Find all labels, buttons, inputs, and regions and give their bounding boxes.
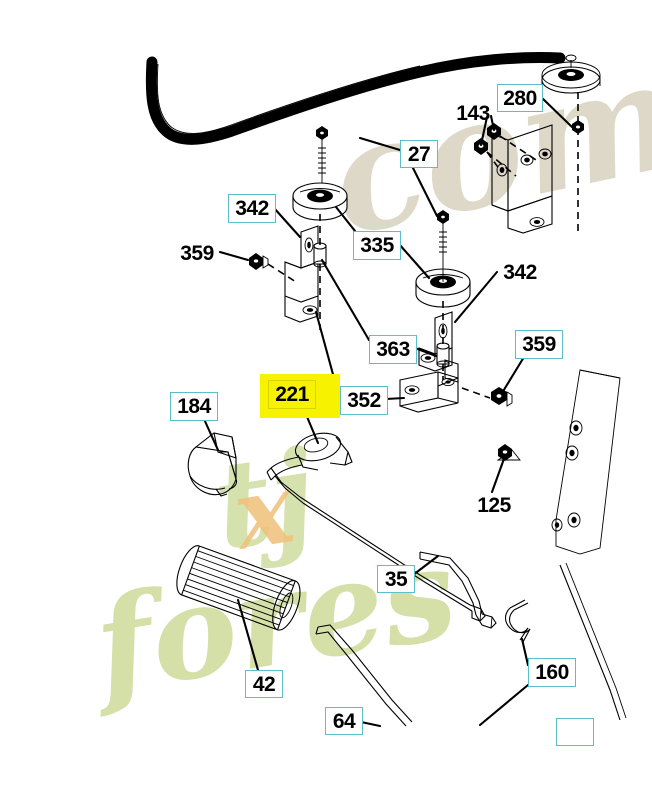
callout-184-label: 184: [177, 395, 211, 418]
callout-352[interactable]: 352: [340, 386, 388, 415]
callout-42-label: 42: [252, 672, 276, 696]
callout-125-label: 125: [477, 494, 511, 517]
callout-342-right[interactable]: 342: [497, 259, 543, 286]
callout-160[interactable]: 160: [528, 658, 576, 687]
callout-342-left-label: 342: [235, 197, 269, 220]
callout-cropped-fragment[interactable]: [556, 718, 594, 746]
callout-64-label: 64: [332, 709, 356, 733]
callout-27[interactable]: 27: [400, 140, 438, 168]
callout-359-left-label: 359: [180, 242, 214, 265]
callout-359-left[interactable]: 359: [174, 240, 220, 267]
callout-160-label: 160: [535, 661, 569, 684]
callout-221-highlighted[interactable]: 221: [268, 380, 316, 409]
callout-280-label: 280: [503, 86, 537, 110]
callout-64[interactable]: 64: [325, 707, 363, 735]
callout-363[interactable]: 363: [369, 335, 417, 364]
callout-352-label: 352: [347, 389, 381, 412]
callout-143-label: 143: [456, 101, 490, 125]
callout-335[interactable]: 335: [353, 231, 401, 260]
callout-143[interactable]: 143: [451, 100, 495, 126]
callout-342-right-label: 342: [503, 261, 537, 284]
callout-184[interactable]: 184: [170, 392, 218, 421]
highlight-patch-221: [260, 374, 340, 418]
callout-42[interactable]: 42: [245, 670, 283, 698]
callout-363-label: 363: [376, 338, 410, 361]
callout-335-label: 335: [360, 234, 394, 257]
callout-221-label: 221: [275, 383, 309, 406]
callout-342-left[interactable]: 342: [228, 194, 276, 223]
callout-359-right[interactable]: 359: [515, 330, 563, 359]
callout-280[interactable]: 280: [497, 84, 543, 112]
callout-359-right-label: 359: [522, 333, 556, 356]
callout-125[interactable]: 125: [471, 492, 517, 519]
callout-35[interactable]: 35: [377, 565, 415, 593]
callout-27-label: 27: [407, 142, 431, 166]
callout-35-label: 35: [384, 567, 408, 591]
